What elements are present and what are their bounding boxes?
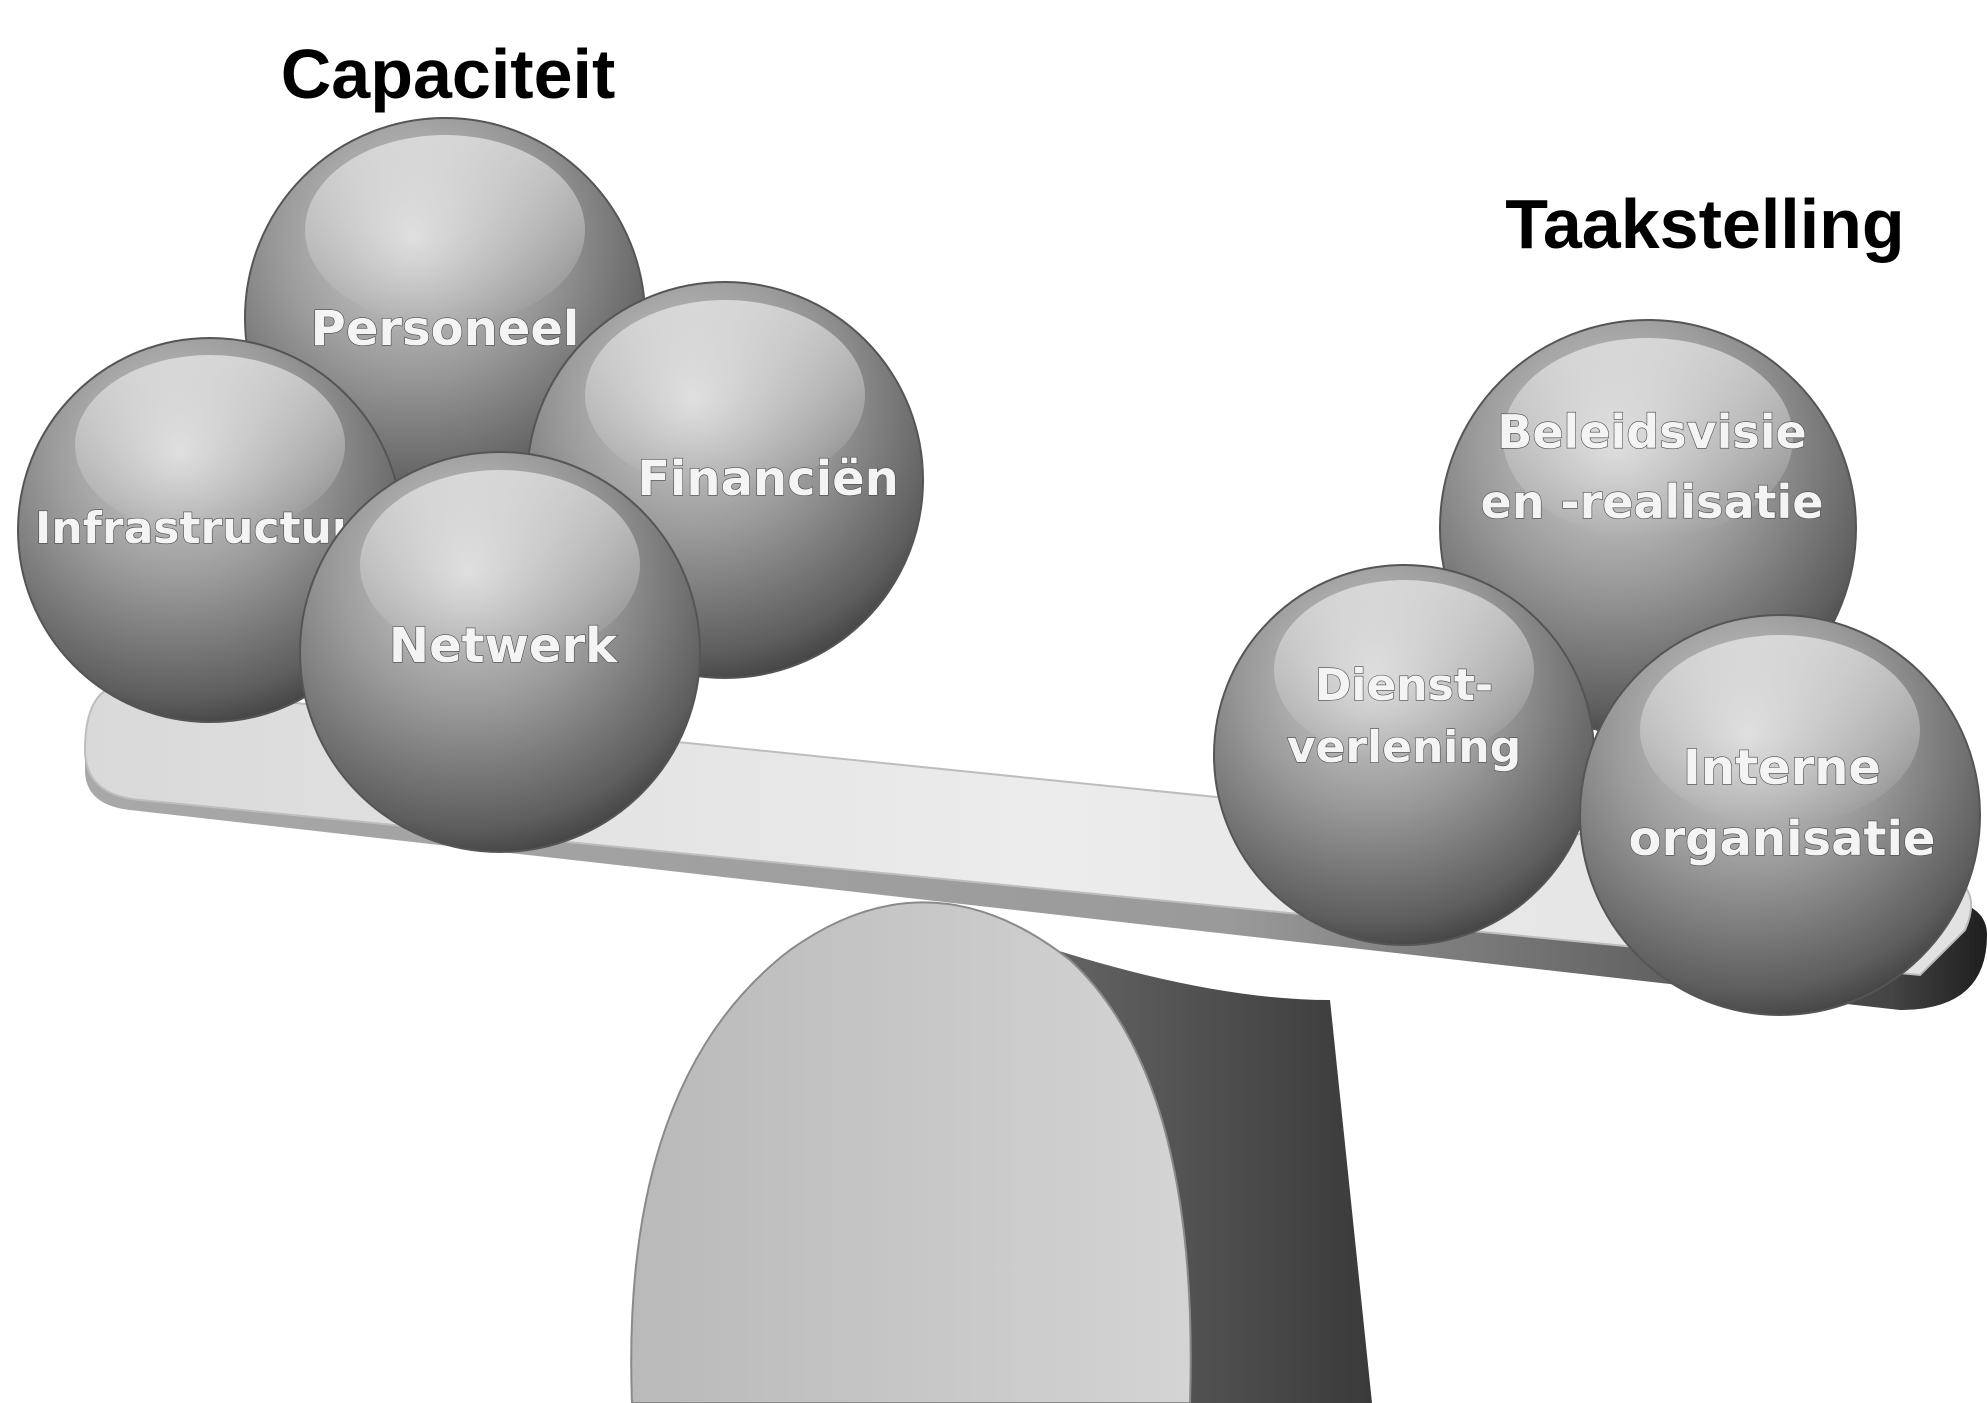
ball-label-netwerk: Netwerk [389,618,618,674]
ball-label-dienst-2: verlening [1287,722,1521,773]
ball-label-interne-2: organisatie [1629,811,1936,867]
ball-label-infrastructuur: Infrastructuur [35,503,385,554]
heading-taakstelling: Taakstelling [1505,185,1904,263]
ball-netwerk: Netwerk [299,451,701,853]
ball-dienstverlening: Dienst- verlening [1213,564,1595,946]
fulcrum [630,901,1372,1403]
heading-capaciteit: Capaciteit [281,35,616,113]
ball-interne-organisatie: Interne organisatie [1579,614,1981,1016]
ball-label-financien: Financiën [637,451,899,507]
ball-label-personeel: Personeel [311,301,580,357]
ball-label-interne-1: Interne [1683,740,1881,796]
ball-label-dienst-1: Dienst- [1315,660,1493,711]
ball-label-beleidsvisie-1: Beleidsvisie [1497,405,1806,459]
fulcrum-face [630,901,1192,1403]
ball-label-beleidsvisie-2: en -realisatie [1481,475,1824,529]
